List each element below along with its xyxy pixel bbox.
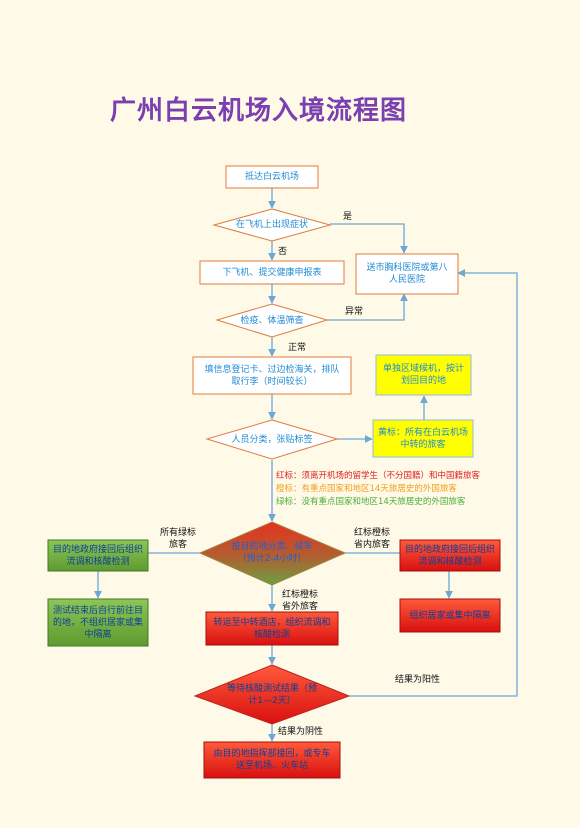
check-question-text: 检疫、体温筛查 xyxy=(240,315,304,326)
label-red-out-province: 红标橙标省外旅客 xyxy=(281,590,318,612)
disembark-text: 下飞机、提交健康申报表 xyxy=(222,267,322,278)
diamond-check xyxy=(215,303,329,338)
edge-result-hospital xyxy=(349,269,518,697)
legend-red: 红标：须离开机场的留学生（不分国籍）和中国籍旅客 xyxy=(276,471,481,481)
edge-check-hospital xyxy=(327,293,408,321)
box-final xyxy=(203,741,341,779)
redin-action-text: 目的地政府接回后组织流调和核酸检测 xyxy=(404,544,495,567)
diamond-dest xyxy=(198,521,347,586)
box-disembark xyxy=(199,260,345,285)
box-green-action xyxy=(47,539,149,572)
label-no: 否 xyxy=(278,247,288,257)
box-redin-after xyxy=(399,598,501,633)
green-after-text: 测试结束后自行前往目的地，不组织居家或集中隔离 xyxy=(52,605,143,640)
label-all-green: 所有绿标旅客 xyxy=(159,528,196,550)
green-action-text: 目的地政府接回后组织流调和核酸检测 xyxy=(52,544,143,567)
label-normal: 正常 xyxy=(288,343,307,353)
box-fill xyxy=(192,356,352,395)
box-arrive xyxy=(225,165,319,189)
yellow-action-text: 单独区域候机，按计划回目的地 xyxy=(382,364,464,386)
box-green-after xyxy=(47,598,149,647)
diamond-symptom xyxy=(212,208,332,242)
sort-question-text: 人员分类，张贴标签 xyxy=(231,434,313,445)
diamond-sort xyxy=(205,419,339,460)
label-yes: 是 xyxy=(343,212,353,222)
hospital-text: 送市胸科医院或第八人民医院 xyxy=(366,263,448,285)
arrive-text: 抵达白云机场 xyxy=(244,172,299,182)
final-text: 由目的地指挥部接回，或专车送至机场、火车站 xyxy=(213,749,331,771)
page-title: 广州白云机场入境流程图 xyxy=(110,96,408,126)
label-red-in-province: 红标橙标省内旅客 xyxy=(353,528,390,550)
legend-green: 绿标：没有重点国家和地区14天旅居史的外国旅客 xyxy=(276,497,466,507)
box-yellow xyxy=(372,419,474,458)
edge-symptom-hospital xyxy=(330,223,408,254)
box-yellow-action xyxy=(375,354,472,396)
legend: 红标：须离开机场的留学生（不分国籍）和中国籍旅客 橙标：有重点国家和地区14天旅… xyxy=(276,470,480,509)
fill-text: 填信息登记卡、过边检海关，排队取行李（时间较长） xyxy=(204,364,340,387)
label-abnormal: 异常 xyxy=(345,307,364,317)
box-hotel xyxy=(205,611,339,646)
diamond-result xyxy=(193,664,351,725)
hotel-text: 转运至中转酒店，组织流调和核酸检测 xyxy=(213,617,331,640)
box-redin-action xyxy=(399,539,501,572)
legend-orange: 橙标：有重点国家和地区14天旅居史的外国旅客 xyxy=(276,484,457,494)
yellow-text: 黄标：所有在白云机场中转的旅客 xyxy=(377,427,468,450)
dest-question-text: 按目的地分类、候车（预计2-4小时） xyxy=(231,542,313,564)
symptom-question-text: 在飞机上出现症状 xyxy=(235,220,308,230)
box-hospital xyxy=(355,253,459,295)
result-question-text: 等待核酸测试结果（预计1—2天） xyxy=(226,684,317,706)
label-positive: 结果为阳性 xyxy=(395,675,441,685)
redin-after-text: 组织居家或集中隔离 xyxy=(409,610,491,621)
label-negative: 结果为阴性 xyxy=(278,727,324,737)
